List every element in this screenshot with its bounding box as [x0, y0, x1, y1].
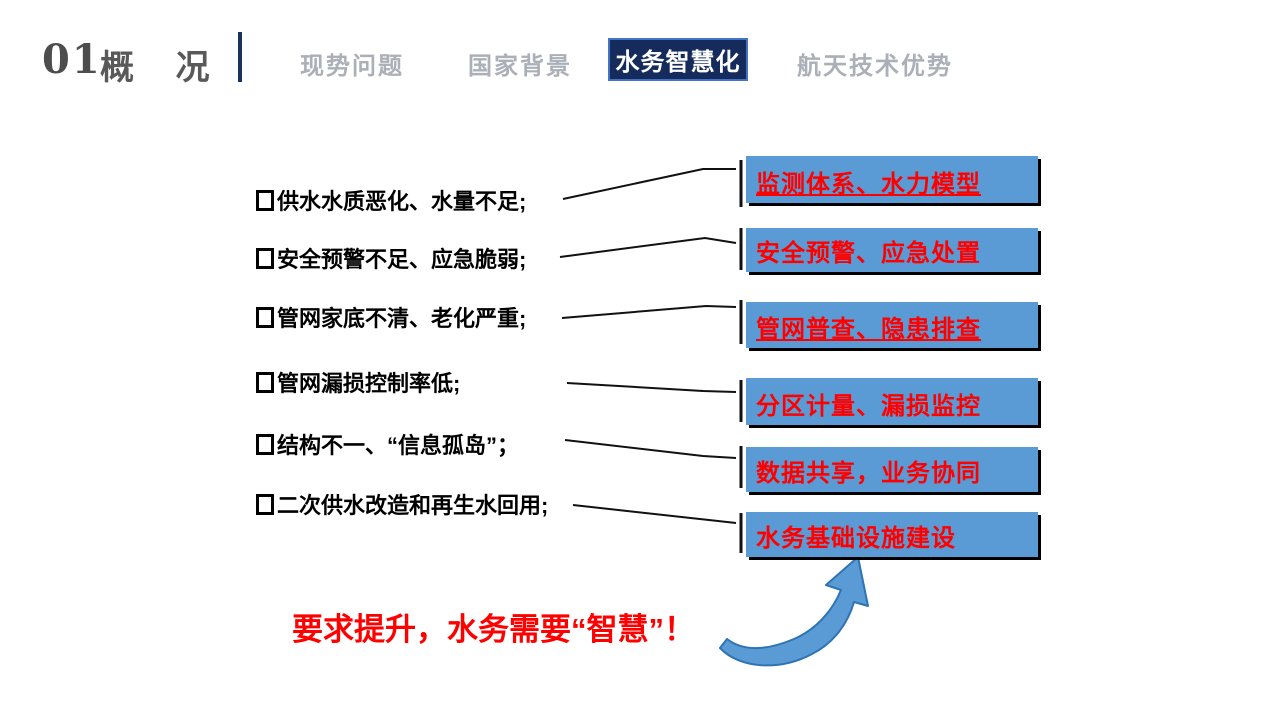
problem-item: 结构不一、“信息孤岛”；	[256, 431, 520, 458]
solution-label: 分区计量、漏损监控	[756, 393, 981, 420]
problem-item: 二次供水改造和再生水回用;	[256, 491, 549, 518]
problem-item: 管网漏损控制率低;	[256, 369, 461, 396]
checkbox-square-icon	[256, 433, 274, 455]
problem-text: 管网漏损控制率低;	[277, 371, 461, 396]
problem-text: 安全预警不足、应急脆弱;	[277, 247, 527, 272]
problem-item: 供水水质恶化、水量不足;	[256, 187, 527, 214]
section-number: 01	[42, 36, 102, 83]
problem-text: 二次供水改造和再生水回用;	[277, 493, 549, 518]
tab-current-problems[interactable]: 现势问题	[300, 53, 404, 80]
conclusion-text: 要求提升，水务需要“智慧”！	[292, 612, 695, 647]
tab-smart-water-active[interactable]: 水务智慧化	[608, 38, 748, 81]
solution-box-monitoring: 监测体系、水力模型	[746, 156, 1038, 203]
solution-label: 监测体系、水力模型	[756, 171, 981, 198]
page-title: 概 况	[100, 49, 226, 87]
problem-item: 安全预警不足、应急脆弱;	[256, 245, 527, 272]
problem-text: 结构不一、“信息孤岛”；	[277, 433, 520, 458]
problem-text: 供水水质恶化、水量不足;	[277, 189, 527, 214]
header-divider	[238, 32, 242, 82]
solution-box-early-warning: 安全预警、应急处置	[746, 228, 1038, 272]
checkbox-square-icon	[256, 371, 274, 393]
checkbox-square-icon	[256, 493, 274, 515]
checkbox-square-icon	[256, 306, 274, 328]
solution-label: 安全预警、应急处置	[756, 240, 981, 267]
solution-label: 水务基础设施建设	[756, 525, 956, 552]
problem-item: 管网家底不清、老化严重;	[256, 304, 527, 331]
curved-up-arrow-icon	[719, 556, 869, 667]
problem-text: 管网家底不清、老化严重;	[277, 306, 527, 331]
tab-national-background[interactable]: 国家背景	[468, 53, 572, 80]
checkbox-square-icon	[256, 247, 274, 269]
solution-box-metering: 分区计量、漏损监控	[746, 378, 1038, 425]
solution-label: 数据共享，业务协同	[756, 460, 981, 487]
solution-box-data-sharing: 数据共享，业务协同	[746, 447, 1038, 492]
solution-box-pipe-survey: 管网普查、隐患排查	[746, 302, 1038, 348]
solution-box-infrastructure: 水务基础设施建设	[746, 512, 1038, 557]
tab-aerospace-advantage[interactable]: 航天技术优势	[797, 53, 953, 80]
checkbox-square-icon	[256, 189, 274, 211]
solution-label: 管网普查、隐患排查	[756, 316, 981, 343]
